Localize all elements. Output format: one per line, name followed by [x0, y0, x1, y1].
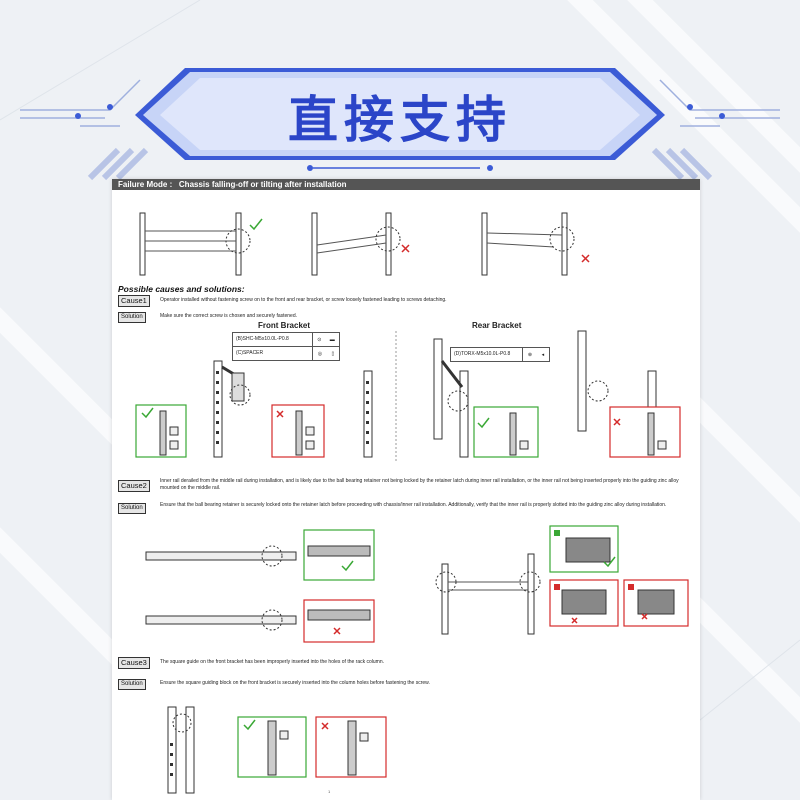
spacer-icon: ◎ — [317, 350, 323, 357]
inner-rail-illustration — [145, 525, 689, 643]
check-icon — [243, 719, 256, 731]
cause2-solution-tag: Solution — [118, 503, 146, 514]
cross-icon — [401, 244, 410, 253]
cause2-text: Inner rail derailed from the middle rail… — [160, 478, 679, 491]
cause3-solution-text: Ensure the square guiding block on the f… — [160, 680, 430, 686]
rear-bracket-illustration — [433, 330, 681, 458]
illustration-falling-rail — [481, 212, 590, 276]
cross-icon — [581, 254, 590, 263]
failure-mode-label: Failure Mode : Chassis falling-off or ti… — [118, 180, 347, 189]
rear-bracket-title: Rear Bracket — [472, 321, 522, 330]
cause2-tag: Cause2 — [118, 480, 150, 492]
front-bracket-title: Front Bracket — [258, 321, 311, 330]
illustration-tilted-rail — [311, 212, 410, 276]
torx-screw-icon: ◂ — [541, 351, 545, 358]
cause3-tag: Cause3 — [118, 657, 150, 669]
page-number: 1 — [328, 789, 331, 794]
torx-head-icon: ⊛ — [527, 351, 533, 358]
screw-head-icon: ⊙ — [317, 336, 322, 343]
cause2-solution-text: Ensure that the ball bearing retainer is… — [160, 502, 667, 508]
screw-icon: ▬ — [329, 336, 335, 343]
cause1-solution-text: Make sure the correct screw is chosen an… — [160, 313, 298, 319]
front-bracket-illustration — [135, 331, 397, 461]
cross-icon — [613, 418, 621, 426]
spacer-side-icon: ▯ — [331, 350, 335, 357]
document-sheet: Failure Mode : Chassis falling-off or ti… — [112, 179, 700, 800]
failure-mode-bar: Failure Mode : Chassis falling-off or ti… — [112, 179, 700, 190]
cause1-tag: Cause1 — [118, 295, 150, 307]
cause1-text: Operator installed without fastening scr… — [160, 297, 447, 303]
rear-bracket-parts-table: (D)TORX-M5x10.0L-P0.8 ⊛◂ — [450, 347, 550, 362]
check-icon — [477, 417, 490, 429]
check-icon — [141, 407, 154, 419]
check-icon — [249, 218, 263, 231]
cause1-solution-tag: Solution — [118, 312, 146, 323]
check-icon — [603, 556, 616, 568]
cause3-text: The square guide on the front bracket ha… — [160, 659, 385, 665]
front-bracket-parts-table: (B)SHC-M5x10.0L-P0.8 ⊙▬ (C)SPACER ◎▯ — [232, 332, 340, 361]
cause3-solution-tag: Solution — [118, 679, 146, 690]
title-banner — [20, 68, 780, 181]
illustration-correct-rail — [139, 212, 263, 276]
cross-icon — [571, 617, 578, 624]
possible-causes-heading: Possible causes and solutions: — [118, 284, 245, 294]
cross-icon — [276, 410, 284, 418]
parts-row: (D)TORX-M5x10.0L-P0.8 ⊛◂ — [451, 348, 549, 361]
parts-row: (B)SHC-M5x10.0L-P0.8 ⊙▬ — [233, 333, 339, 347]
cross-icon — [333, 627, 341, 635]
square-guide-illustration — [167, 706, 387, 794]
cross-icon — [321, 722, 329, 730]
check-icon — [341, 560, 354, 572]
parts-row: (C)SPACER ◎▯ — [233, 347, 339, 360]
banner-title: 直接支持 — [288, 91, 512, 149]
cross-icon — [641, 613, 648, 620]
